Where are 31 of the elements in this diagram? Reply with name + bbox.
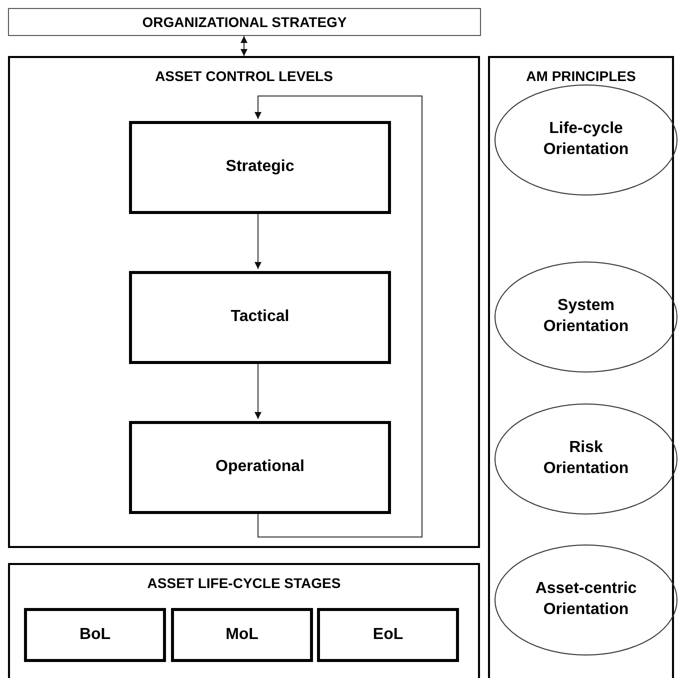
- node-label: Life-cycle Orientation: [542, 119, 630, 160]
- process-box: [317, 608, 459, 662]
- process-box: [129, 121, 391, 214]
- process-box: [24, 608, 166, 662]
- group-panel: [8, 56, 480, 548]
- node-label: System Orientation: [542, 296, 630, 337]
- process-box: [129, 421, 391, 514]
- title-box: [8, 8, 481, 36]
- principle-ellipse: [494, 403, 678, 515]
- panel-heading: ASSET LIFE-CYCLE STAGES: [147, 575, 341, 592]
- node-label: Asset-centric Orientation: [534, 579, 638, 620]
- principle-ellipse: [494, 544, 678, 656]
- process-box: [129, 271, 391, 364]
- node-label: MoL: [226, 624, 258, 645]
- panel-heading: AM PRINCIPLES: [526, 68, 636, 86]
- principle-ellipse: [494, 84, 678, 196]
- arrow: [240, 36, 248, 56]
- panel-heading: ASSET CONTROL LEVELS: [155, 68, 333, 86]
- node-label: Operational: [216, 457, 304, 478]
- node-label: BoL: [79, 624, 111, 645]
- group-panel: [8, 563, 480, 678]
- heading-text: ORGANIZATIONAL STRATEGY: [142, 12, 347, 32]
- arrow: [254, 362, 262, 420]
- node-label: Strategic: [226, 157, 294, 178]
- node-label: Risk Orientation: [542, 438, 630, 479]
- node-label: Tactical: [230, 307, 290, 328]
- arrow: [254, 96, 422, 538]
- process-box: [171, 608, 313, 662]
- node-label: EoL: [372, 624, 404, 645]
- principle-ellipse: [494, 261, 678, 373]
- arrow: [254, 212, 262, 270]
